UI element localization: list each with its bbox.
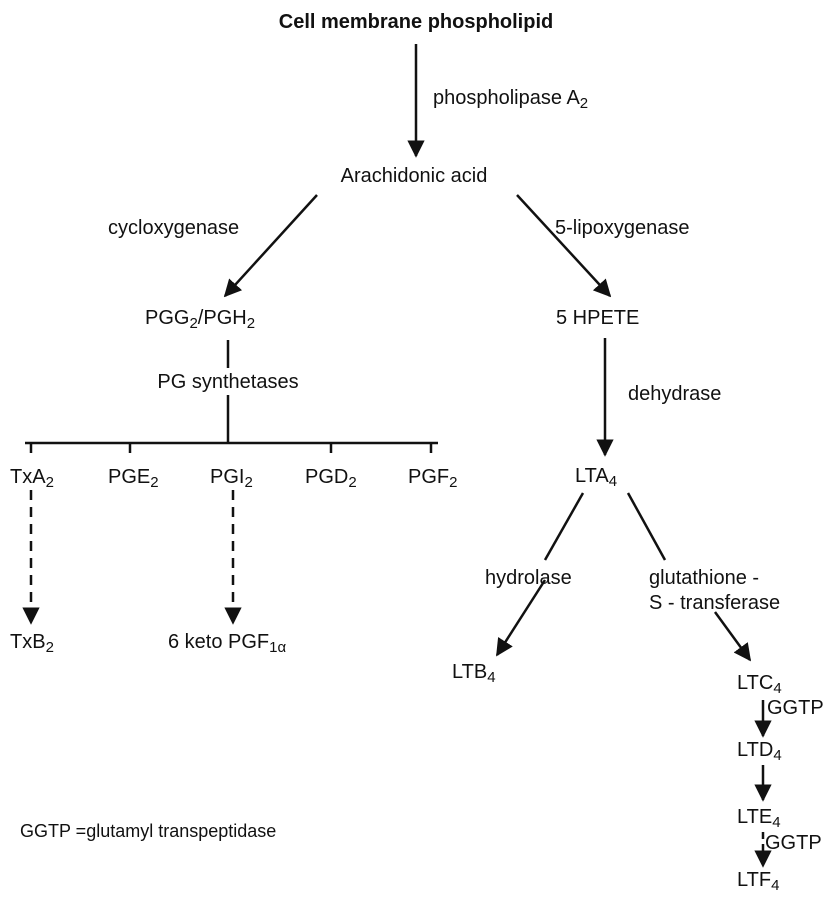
node-ltf4: LTF4 [737,869,780,894]
enzyme-ggtp-2: GGTP [765,832,822,854]
node-pgi2: PGI2 [210,466,253,491]
node-lta4: LTA4 [575,465,618,490]
node-pgd2: PGD2 [305,466,357,491]
enzyme-5-lipoxygenase: 5-lipoxygenase [555,217,690,239]
arrow-arachidonic-to-hpete [516,194,612,298]
enzyme-phospholipase-a2: phospholipase A2 [433,87,589,112]
node-6-keto-pgf1a: 6 keto PGF1α [168,631,287,656]
node-pge2: PGE2 [108,466,159,491]
enzyme-hydrolase: hydrolase [485,567,572,589]
node-txa2: TxA2 [10,466,54,491]
node-arachidonic-acid: Arachidonic acid [340,165,488,187]
node-ltd4: LTD4 [737,739,782,764]
arrow-glutathione-to-ltc [713,611,752,662]
node-pgg2-pgh2: PGG2/PGH2 [145,307,256,332]
node-lte4: LTE4 [737,806,781,831]
node-ltc4: LTC4 [737,672,782,697]
line-lta-to-glutathione [626,492,667,561]
enzyme-glutathione-line-2: S - transferase [649,592,781,614]
node-txb2: TxB2 [10,631,54,656]
enzyme-dehydrase: dehydrase [628,383,722,405]
line-lta-to-hydrolase [543,492,585,561]
node-5-hpete: 5 HPETE [556,307,640,329]
enzyme-pg-synthetases: PG synthetases [157,371,299,393]
node-pgf2: PGF2 [408,466,458,491]
arrow-arachidonic-to-pgg [223,194,318,298]
node-ltb4: LTB4 [452,661,496,686]
node-cell-membrane-phospholipid: Cell membrane phospholipid [278,11,554,33]
enzyme-glutathione-line-1: glutathione - [649,567,760,589]
legend-ggtp-definition: GGTP =glutamyl transpeptidase [20,821,277,841]
enzyme-cycloxygenase: cycloxygenase [108,217,240,239]
arrow-hydrolase-to-ltb [495,579,547,657]
enzyme-ggtp-1: GGTP [767,697,824,719]
